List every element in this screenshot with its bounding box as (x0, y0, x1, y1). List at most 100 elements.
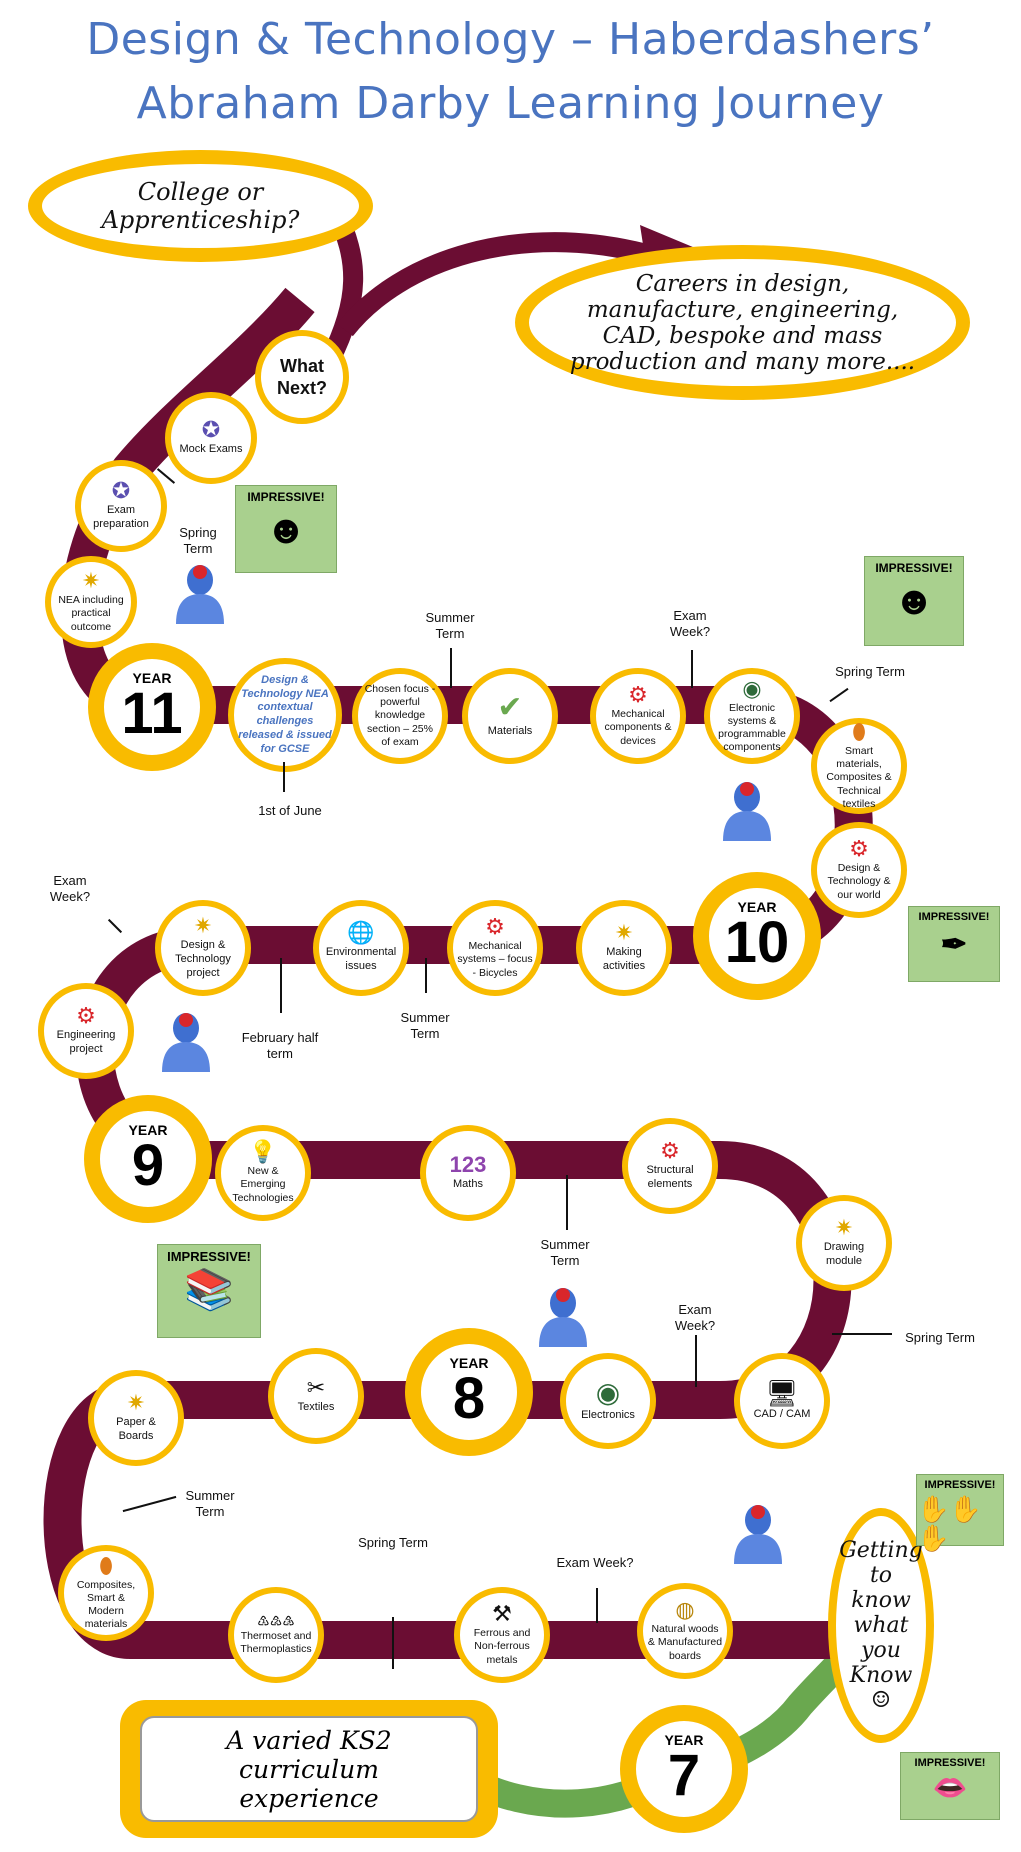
structural-elements-text: Structural elements (646, 1164, 694, 1190)
impressive-box: IMPRESSIVE! ✒ (908, 906, 1000, 982)
getting-to-know-oval: Getting to know what you Know ☺ (828, 1508, 934, 1743)
college-text: College or Apprenticeship? (101, 178, 300, 234)
gears-icon: ⚙ (76, 1003, 96, 1029)
cad-cam-text: CAD / CAM (753, 1408, 811, 1421)
what-next-text: What Next? (276, 355, 327, 399)
composites-smart-node: ⬮ Composites, Smart & Modern materials (58, 1545, 154, 1641)
impressive-box: IMPRESSIVE! ☻ (864, 556, 964, 646)
mechanical-components-node: ⚙ Mechanical components & devices (590, 668, 686, 764)
year-7-circle: YEAR 7 (620, 1705, 748, 1833)
exam-preparation-node: ✪ Exam preparation (75, 460, 167, 552)
check-gear-icon: ✔ (497, 691, 523, 725)
impressive-label: IMPRESSIVE! (924, 1479, 996, 1491)
careers-text: Careers in design, manufacture, engineer… (569, 270, 916, 375)
gears-icon: ⚙ (660, 1138, 680, 1164)
dt-our-world-text: Design & Technology & our world (827, 862, 891, 901)
maths-text: Maths (453, 1178, 483, 1191)
thinking-figure-icon (723, 782, 771, 841)
revision-stamp-icon: ✪ (201, 417, 221, 443)
textiles-node: ✂ Textiles (268, 1348, 364, 1444)
label-first-june: 1st of June (258, 803, 322, 818)
year-11-number: 11 (121, 681, 183, 746)
thinking-figure-icon (539, 1288, 587, 1347)
books-icon: 📚 (184, 1268, 234, 1312)
impressive-box: IMPRESSIVE! 👄 (900, 1752, 1000, 1820)
what-next-node: What Next? (255, 330, 349, 424)
tick-feb (280, 958, 282, 1013)
recycle-icons: ♳♴♵ (257, 1612, 295, 1629)
dt-our-world-node: ⚙ Design & Technology & our world (811, 822, 907, 918)
getting-to-know-text: Getting to know what you Know ☺ (839, 1538, 923, 1713)
environmental-issues-node: 🌐 Environmental issues (313, 900, 409, 996)
nea-text: NEA including practical outcome (58, 594, 124, 633)
making-activities-node: ✷ Making activities (576, 900, 672, 996)
tick-june (283, 762, 285, 792)
label-feb-half-term: February half term (241, 1030, 319, 1061)
arrow-careers-shaft (337, 232, 653, 337)
tick-exam-y11 (691, 650, 693, 688)
thermoset-text: Thermoset and Thermoplastics (240, 1629, 312, 1655)
electronics-node: ◉ Electronics (560, 1353, 656, 1449)
electronic-systems-text: Electronic systems & programmable compon… (718, 701, 786, 754)
thinking-figure-icon (176, 565, 224, 624)
ks2-text: A varied KS2 curriculum experience (140, 1716, 478, 1822)
composite-icon: ⬮ (99, 1552, 113, 1578)
composites-smart-text: Composites, Smart & Modern materials (76, 1578, 136, 1631)
brain-head-icon: ☻ (264, 508, 308, 552)
thinking-figure-icon (162, 1013, 210, 1072)
year-9-label: YEAR (128, 1122, 168, 1138)
smart-materials-node: ⬮ Smart materials, Composites & Technica… (811, 718, 907, 814)
globe-hands-icon: 🌐 (347, 920, 375, 946)
materials-text: Materials (487, 725, 533, 738)
tick-spring-y7 (392, 1617, 394, 1669)
ks2-box: A varied KS2 curriculum experience (120, 1700, 498, 1838)
year-7-label: YEAR (664, 1732, 704, 1748)
impressive-box: IMPRESSIVE! ☻ (235, 485, 337, 573)
year-10-number: 10 (724, 910, 790, 975)
thinking-figure-icon (734, 1505, 782, 1564)
chosen-focus-node: Chosen focus - powerful knowledge sectio… (352, 668, 448, 764)
year-9-number: 9 (131, 1133, 165, 1198)
structural-elements-node: ⚙ Structural elements (622, 1118, 718, 1214)
drawing-module-node: ✷ Drawing module (796, 1195, 892, 1291)
year-7-number: 7 (667, 1743, 701, 1808)
paper-boards-text: Paper & Boards (116, 1416, 156, 1442)
engineering-project-node: ⚙ Engineering project (38, 983, 134, 1079)
mechanical-systems-node: ⚙ Mechanical systems – focus - Bicycles (447, 900, 543, 996)
scissors-icon: ✂ (306, 1375, 326, 1401)
impressive-label: IMPRESSIVE! (247, 490, 325, 504)
nea-node: ✷ NEA including practical outcome (45, 556, 137, 648)
maths-node: 123 Maths (420, 1125, 516, 1221)
page-title-line2: Abraham Darby Learning Journey (136, 78, 885, 129)
college-oval: College or Apprenticeship? (28, 150, 373, 262)
new-emerging-text: New & Emerging Technologies (232, 1165, 294, 1204)
impressive-label: IMPRESSIVE! (914, 1757, 986, 1769)
circuit-icon: ◉ (595, 1377, 621, 1409)
impressive-box: IMPRESSIVE! 📚 (157, 1244, 261, 1338)
careers-oval: Careers in design, manufacture, engineer… (515, 245, 970, 400)
materials-node: ✔ Materials (462, 668, 558, 764)
label-exam-week-y10: Exam Week? (49, 873, 91, 904)
school-logo-icon: ✷ (193, 913, 213, 939)
tick-summer-y10 (425, 958, 427, 993)
school-logo-icon: ✷ (126, 1390, 146, 1416)
mechanical-components-text: Mechanical components & devices (604, 708, 672, 747)
year-11-label: YEAR (132, 670, 172, 686)
electronics-text: Electronics (581, 1409, 635, 1422)
mock-exams-node: ✪ Mock Exams (165, 392, 257, 484)
making-activities-text: Making activities (602, 946, 646, 972)
label-exam-week-y7: Exam Week? (556, 1555, 634, 1570)
year-8-label: YEAR (449, 1355, 489, 1371)
new-emerging-node: 💡 New & Emerging Technologies (215, 1125, 311, 1221)
monitor-icon: 🖥 (765, 1378, 799, 1409)
gears-icon: ⚙ (628, 682, 648, 708)
tick-exam-y9 (695, 1335, 697, 1387)
drawing-module-text: Drawing module (823, 1241, 865, 1267)
year-8-circle: YEAR 8 (405, 1328, 533, 1456)
year-11-circle: YEAR 11 (88, 643, 216, 771)
smart-materials-text: Smart materials, Composites & Technical … (826, 745, 892, 810)
label-spring-term-y11: Spring Term (179, 525, 217, 556)
label-summer-term-y9: Summer Term (540, 1237, 590, 1268)
numbers-icon: 123 (449, 1152, 487, 1178)
